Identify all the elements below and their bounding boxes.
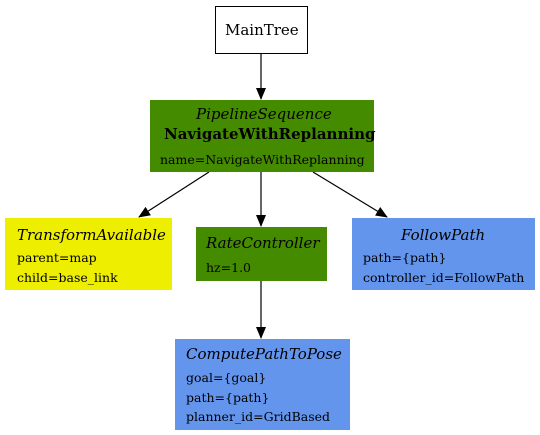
node-navigate-with-replanning: PipelineSequence NavigateWithReplanning … <box>150 100 376 172</box>
node-transform-param-parent: parent=map <box>17 250 97 265</box>
node-navigate-param: name=NavigateWithReplanning <box>160 152 365 167</box>
node-follow-param-path: path={path} <box>363 250 447 265</box>
node-compute-path-to-pose: ComputePathToPose goal={goal} path={path… <box>175 339 350 430</box>
node-compute-param-goal: goal={goal} <box>186 370 267 385</box>
node-transform-param-child: child=base_link <box>17 270 118 285</box>
node-navigate-type: PipelineSequence <box>196 105 332 123</box>
node-follow-path: FollowPath path={path} controller_id=Fol… <box>352 218 535 290</box>
edge-navigate-to-follow <box>312 171 388 218</box>
node-rate-param: hz=1.0 <box>206 260 251 275</box>
node-rate-type: RateController <box>206 234 320 252</box>
node-follow-type: FollowPath <box>401 226 486 244</box>
node-rate-controller: RateController hz=1.0 <box>196 227 327 281</box>
node-transform-available: TransformAvailable parent=map child=base… <box>5 218 172 290</box>
node-maintree-label: MainTree <box>225 21 299 39</box>
node-compute-type: ComputePathToPose <box>186 345 342 363</box>
node-navigate-name: NavigateWithReplanning <box>164 125 376 143</box>
node-follow-param-controller: controller_id=FollowPath <box>363 270 525 285</box>
node-transform-type: TransformAvailable <box>17 226 166 244</box>
node-maintree: MainTree <box>215 6 308 54</box>
edge-navigate-to-transform <box>138 171 210 218</box>
node-compute-param-planner: planner_id=GridBased <box>186 409 331 424</box>
node-compute-param-path: path={path} <box>186 390 270 405</box>
